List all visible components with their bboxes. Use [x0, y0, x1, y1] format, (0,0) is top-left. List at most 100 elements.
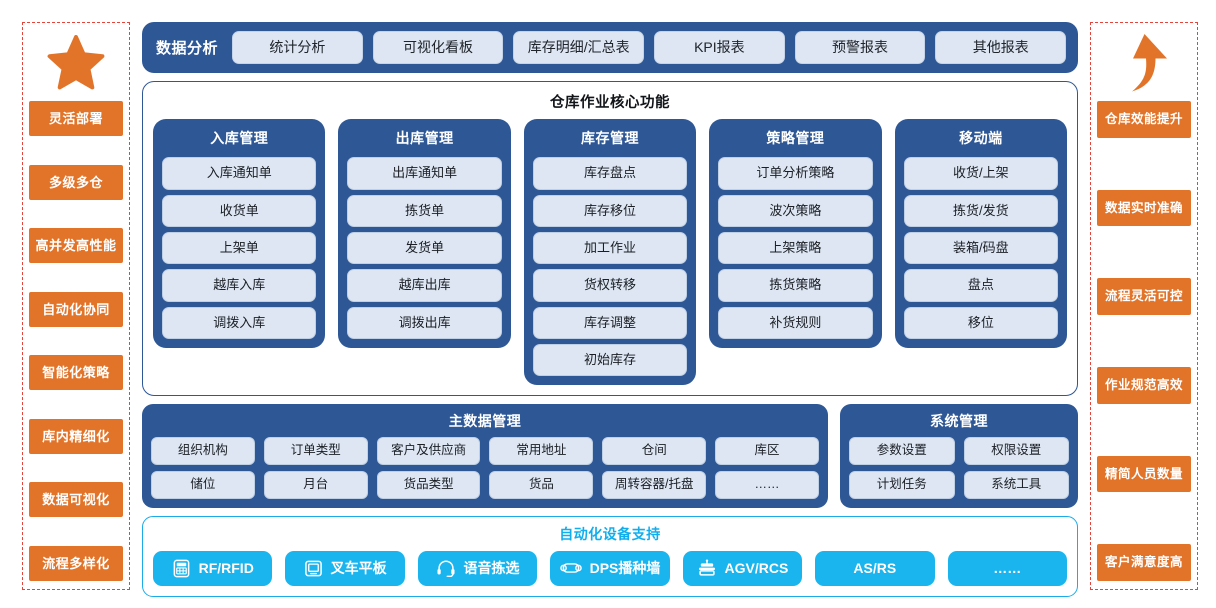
system-cell[interactable]: 计划任务 [849, 470, 955, 499]
system-cell[interactable]: 权限设置 [963, 437, 1069, 465]
core-functions-panel: 仓库作业核心功能 入库管理 入库通知单 收货单 上架单 越库入库 调拨入库 出库… [142, 81, 1078, 397]
core-item[interactable]: 库存盘点 [532, 157, 688, 190]
core-item[interactable]: 货权转移 [532, 269, 688, 302]
core-item[interactable]: 库存调整 [532, 306, 688, 339]
handheld-terminal-icon [172, 559, 191, 578]
master-data-title: 主数据管理 [448, 413, 522, 430]
master-data-cell[interactable]: 常用地址 [489, 437, 594, 465]
core-item[interactable]: 越库入库 [162, 269, 317, 302]
analysis-chip-dashboard[interactable]: 可视化看板 [372, 31, 504, 65]
tablet-icon [304, 559, 323, 578]
core-item[interactable]: 初始库存 [532, 343, 688, 377]
core-item[interactable]: 加工作业 [532, 231, 688, 265]
right-rail-item[interactable]: 仓库效能提升 [1097, 101, 1191, 138]
core-item[interactable]: 拣货/发货 [903, 194, 1059, 227]
system-cell[interactable]: 参数设置 [849, 437, 955, 465]
core-item[interactable]: 拣货单 [347, 194, 502, 227]
right-rail-item[interactable]: 数据实时准确 [1097, 189, 1191, 227]
left-benefits-rail: 灵活部署 多级多仓 高并发高性能 自动化协同 智能化策略 库内精细化 数据可视化… [22, 22, 130, 590]
automation-chip-voice-picking[interactable]: 语音拣选 [417, 550, 538, 586]
core-column-mobile: 移动端 收货/上架 拣货/发货 装箱/码盘 盘点 移位 [894, 119, 1068, 348]
data-analysis-title: 数据分析 [156, 40, 219, 58]
core-item[interactable]: 拣货策略 [718, 269, 873, 302]
left-rail-item[interactable]: 智能化策略 [29, 355, 123, 391]
automation-chip-asrs[interactable]: AS/RS [815, 550, 935, 586]
core-item[interactable]: 补货规则 [718, 306, 873, 339]
right-rail-items: 仓库效能提升 数据实时准确 流程灵活可控 作业规范高效 精简人员数量 客户满意度… [1095, 101, 1193, 581]
core-column-inbound: 入库管理 入库通知单 收货单 上架单 越库入库 调拨入库 [153, 119, 326, 348]
left-rail-item[interactable]: 高并发高性能 [29, 228, 123, 264]
core-functions-title: 仓库作业核心功能 [550, 95, 670, 112]
automation-chip-label: 语音拣选 [463, 560, 520, 577]
core-item[interactable]: 上架单 [162, 231, 317, 265]
core-item[interactable]: 库存移位 [532, 194, 688, 227]
master-data-row: 组织机构 订单类型 客户及供应商 常用地址 仓间 库区 [151, 437, 819, 465]
master-data-cell[interactable]: 周转容器/托盘 [602, 470, 707, 499]
system-row: 参数设置 权限设置 [849, 437, 1069, 465]
automation-chip-label: …… [993, 560, 1022, 577]
left-rail-item[interactable]: 数据可视化 [29, 482, 123, 518]
master-data-panel: 主数据管理 组织机构 订单类型 客户及供应商 常用地址 仓间 库区 储位 月台 … [142, 404, 828, 508]
core-item[interactable]: 波次策略 [718, 194, 873, 227]
core-item[interactable]: 调拨出库 [347, 306, 502, 339]
master-data-cell[interactable]: 月台 [263, 470, 368, 499]
master-data-cell[interactable]: 货品 [489, 470, 594, 499]
core-item[interactable]: 出库通知单 [347, 157, 502, 190]
left-rail-item[interactable]: 自动化协同 [29, 291, 123, 327]
right-rail-item[interactable]: 精简人员数量 [1097, 455, 1191, 493]
core-item[interactable]: 收货单 [162, 194, 317, 227]
core-item[interactable]: 调拨入库 [162, 306, 317, 339]
core-item[interactable]: 发货单 [347, 231, 502, 265]
right-rail-item[interactable]: 客户满意度高 [1097, 544, 1191, 581]
analysis-chip-kpi[interactable]: KPI报表 [654, 31, 785, 65]
core-column-inventory: 库存管理 库存盘点 库存移位 加工作业 货权转移 库存调整 初始库存 [523, 119, 697, 386]
core-column-strategy: 策略管理 订单分析策略 波次策略 上架策略 拣货策略 补货规则 [709, 119, 882, 348]
left-rail-item[interactable]: 流程多样化 [29, 545, 123, 581]
left-rail-item[interactable]: 灵活部署 [29, 101, 123, 136]
master-data-cell[interactable]: 货品类型 [376, 470, 481, 499]
right-rail-item[interactable]: 作业规范高效 [1097, 367, 1191, 404]
agv-robot-icon [697, 559, 717, 578]
core-column-title: 入库管理 [210, 130, 269, 147]
master-data-cell[interactable]: 储位 [151, 470, 255, 499]
core-item[interactable]: 订单分析策略 [718, 157, 873, 190]
core-item[interactable]: 盘点 [903, 269, 1059, 302]
data-analysis-bar: 数据分析 统计分析 可视化看板 库存明细/汇总表 KPI报表 预警报表 其他报表 [142, 22, 1078, 74]
star-icon [47, 29, 105, 97]
left-rail-item[interactable]: 库内精细化 [29, 418, 123, 454]
core-item[interactable]: 上架策略 [718, 231, 873, 265]
core-item[interactable]: 装箱/码盘 [903, 231, 1059, 265]
headset-icon [436, 559, 456, 578]
right-benefits-rail: 仓库效能提升 数据实时准确 流程灵活可控 作业规范高效 精简人员数量 客户满意度… [1090, 22, 1198, 590]
analysis-chip-other[interactable]: 其他报表 [935, 31, 1067, 65]
automation-chip-dps-wall[interactable]: DPS播种墙 [550, 550, 670, 586]
core-column-title: 移动端 [959, 130, 1003, 147]
master-data-cell[interactable]: 订单类型 [263, 437, 368, 465]
left-rail-items: 灵活部署 多级多仓 高并发高性能 自动化协同 智能化策略 库内精细化 数据可视化… [27, 101, 125, 581]
system-cell[interactable]: 系统工具 [963, 470, 1069, 499]
core-column-title: 出库管理 [395, 130, 454, 147]
analysis-chip-inventory-report[interactable]: 库存明细/汇总表 [513, 31, 645, 65]
core-item[interactable]: 移位 [903, 306, 1059, 339]
master-data-cell[interactable]: 组织机构 [151, 437, 255, 465]
core-item[interactable]: 收货/上架 [903, 157, 1059, 190]
analysis-chip-statistics[interactable]: 统计分析 [232, 31, 363, 65]
automation-chip-label: AGV/RCS [724, 560, 789, 577]
automation-chip-agv-rcs[interactable]: AGV/RCS [682, 550, 803, 586]
core-item[interactable]: 入库通知单 [162, 157, 317, 190]
automation-chip-more[interactable]: …… [947, 550, 1067, 586]
analysis-chip-alert[interactable]: 预警报表 [794, 31, 926, 65]
right-rail-item[interactable]: 流程灵活可控 [1097, 278, 1191, 315]
core-functions-columns: 入库管理 入库通知单 收货单 上架单 越库入库 调拨入库 出库管理 出库通知单 … [153, 119, 1068, 386]
master-and-system-row: 主数据管理 组织机构 订单类型 客户及供应商 常用地址 仓间 库区 储位 月台 … [142, 404, 1078, 508]
automation-chip-label: 叉车平板 [330, 560, 387, 577]
master-data-cell[interactable]: …… [715, 470, 819, 499]
master-data-cell[interactable]: 客户及供应商 [376, 437, 481, 465]
automation-chip-rfrfid[interactable]: RF/RFID [153, 550, 273, 586]
left-rail-item[interactable]: 多级多仓 [29, 164, 123, 200]
system-row: 计划任务 系统工具 [849, 470, 1069, 499]
master-data-cell[interactable]: 仓间 [602, 437, 707, 465]
core-item[interactable]: 越库出库 [347, 269, 502, 302]
automation-chip-forklift-tablet[interactable]: 叉车平板 [285, 550, 405, 586]
master-data-cell[interactable]: 库区 [715, 437, 819, 465]
